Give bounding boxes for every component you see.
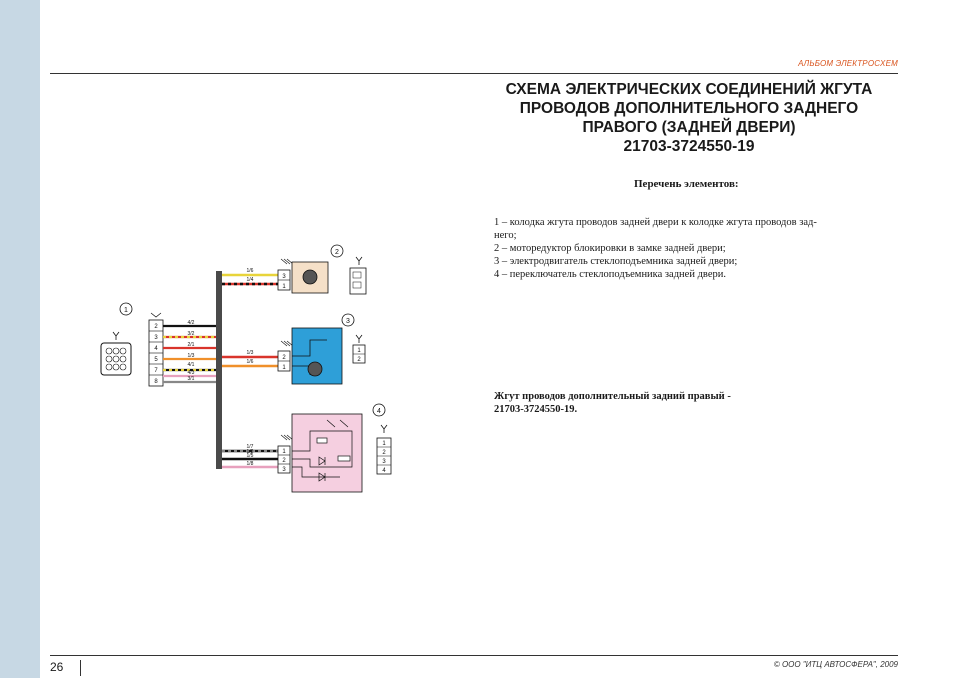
harness-note-line-2: 21703-3724550-19. [494,404,578,415]
top-rule [50,73,898,74]
connector-4: 1/7 1/2 1/5 1/8 1 2 3 4 1 2 3 4 [222,403,392,493]
connector-3-wires [222,355,278,368]
page-number: 26 [50,660,64,674]
list-item: 4 – переключатель стеклоподъемника задне… [494,269,726,280]
connector-2: 1/6 1/4 3 1 2 [222,244,367,295]
wire-label: 1/8 [247,461,254,467]
page-title: СХЕМА ЭЛЕКТРИЧЕСКИХ СОЕДИНЕНИЙ ЖГУТА ПРО… [474,80,904,156]
wire-label: 1/7 [247,444,254,450]
callout-2 [330,244,344,258]
wire-label: 1/6 [247,268,254,274]
ground-symbol [280,340,294,347]
pin-block-1-key [150,312,162,318]
motor-icon [307,361,323,377]
wire-label: 1/5 [247,453,254,459]
pin-label: 2 [282,355,286,361]
pin-label: 4 [154,346,158,352]
pin-label: 3 [282,467,286,473]
motor-icon [302,269,318,285]
pin-label: 3 [154,335,158,341]
connector-1-wires [163,324,216,384]
page-number-divider [80,660,81,676]
wire-label: 1/3 [188,353,195,359]
wiring-diagram: 1 2 3 4 5 7 8 [100,244,392,493]
connector-3: 1/3 1/6 2 1 3 1 2 [222,313,366,385]
bottom-rule [50,655,898,656]
callout-4 [372,403,386,417]
wire-label: 1/3 [247,350,254,356]
elements-heading: Перечень элементов: [634,178,739,190]
list-item: 3 – электродвигатель стеклоподъемника за… [494,256,738,267]
pin-label: 4 [382,468,386,474]
callout-1 [119,302,133,316]
side-band [0,0,40,678]
title-line-3: ПРАВОГО (ЗАДНЕЙ ДВЕРИ) [582,119,796,136]
title-part-number: 21703-3724550-19 [623,138,755,155]
plug-symbol-2 [355,256,363,265]
pin-label: 1 [357,348,361,354]
wire-label: 4/3 [188,370,195,376]
ground-symbol [280,434,294,441]
switch-circuit [292,419,353,482]
pin-label: 1 [282,284,286,290]
callout-2-label: 2 [335,249,339,256]
connector-4-wires [222,449,278,469]
pin-block-4 [277,445,291,474]
title-line-2: ПРОВОДОВ ДОПОЛНИТЕЛЬНОГО ЗАДНЕГО [519,100,859,117]
list-item: 1 – колодка жгута проводов задней двери … [494,217,817,228]
pin-label: 2 [357,357,361,363]
pin-label: 2 [282,458,286,464]
callout-1-label: 1 [124,307,128,314]
wire-label: 1/2 [247,449,254,455]
callout-3 [341,313,355,327]
pin-label: 3 [382,459,386,465]
wire-label: 3/1 [188,376,195,382]
connector-1: 1 2 3 4 5 7 8 [100,302,216,387]
pin-label: 7 [154,368,158,374]
ground-symbol [280,258,294,265]
harness-trunk [216,271,222,469]
pin-label: 8 [154,379,158,385]
album-label: АЛЬБОМ ЭЛЕКТРОСХЕМ [798,59,898,68]
wire-label: 1/6 [247,359,254,365]
pin-label: 2 [382,450,386,456]
harness-note-line-1: Жгут проводов дополнительный задний прав… [494,391,731,402]
elements-list: 1 – колодка жгута проводов задней двери … [494,216,904,281]
wire-label: 4/1 [188,362,195,368]
wire-label: 1/4 [247,277,254,283]
pin-label: 5 [154,357,158,363]
list-item: него; [494,230,517,241]
wire-label: 4/2 [188,320,195,326]
pin-label: 1 [282,365,286,371]
callout-4-label: 4 [377,408,381,415]
pin-label: 3 [282,274,286,280]
wire-label: 3/2 [188,331,195,337]
copyright-notice: © ООО "ИТЦ АВТОСФЕРА", 2009 [773,660,898,669]
pin-label: 1 [282,449,286,455]
pin-label: 1 [382,441,386,447]
plug-symbol-1 [112,331,120,340]
title-line-1: СХЕМА ЭЛЕКТРИЧЕСКИХ СОЕДИНЕНИЙ ЖГУТА [505,81,873,98]
plug-face-1-cavities [105,347,127,371]
pin-block-1-dividers [149,330,163,376]
connector-2-wires [222,273,278,286]
callout-3-label: 3 [346,318,350,325]
plug-symbol-3 [355,334,363,343]
plug-symbol-4 [380,424,388,433]
window-switch-4 [291,413,363,493]
list-item: 2 – моторедуктор блокировки в замке задн… [494,243,726,254]
pin-label: 2 [154,324,158,330]
wire-label: 2/1 [188,342,195,348]
harness-note: Жгут проводов дополнительный задний прав… [494,390,794,416]
